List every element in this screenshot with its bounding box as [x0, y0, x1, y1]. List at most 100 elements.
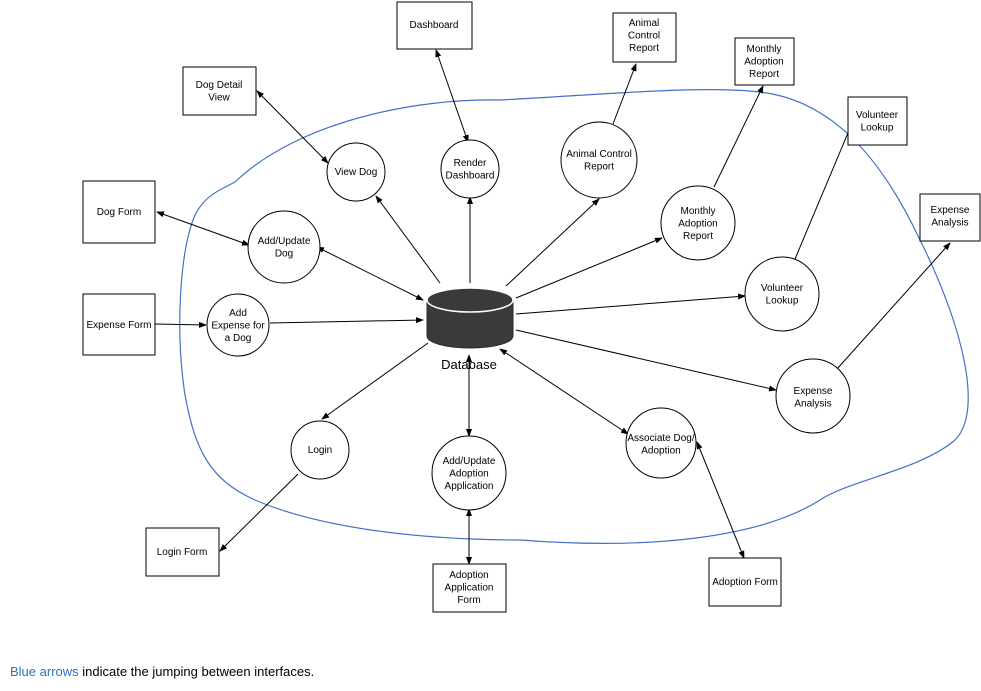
- label-line: Adoption: [449, 469, 488, 480]
- caption-rest: indicate the jumping between interfaces.: [78, 664, 315, 679]
- label-line: Analysis: [931, 218, 968, 229]
- label-dashboard: Dashboard: [410, 20, 459, 31]
- label-line: Animal: [629, 18, 660, 29]
- label-line: Monthly: [746, 44, 781, 55]
- arrow-db-expenseanalysis: [515, 329, 777, 392]
- label-line: Dashboard: [410, 20, 459, 31]
- label-associate-dog-adoption: Associate Dog/Adoption: [627, 433, 694, 457]
- arrow-addexpense-db: [269, 317, 424, 324]
- caption-highlight: Blue arrows: [10, 664, 79, 679]
- arrow-animalcontrol-report: [612, 63, 637, 125]
- label-line: Expense: [794, 386, 833, 397]
- box-adoption-form: [708, 557, 782, 607]
- circle-monthly-adoption-report: [660, 185, 736, 261]
- label-line: a Dog: [225, 333, 252, 344]
- label-line: Expense for: [211, 321, 265, 332]
- label-line: Report: [629, 43, 659, 54]
- box-monthly-adoption-report: [734, 37, 795, 86]
- label-line: Lookup: [766, 296, 799, 307]
- circle-associate-dog-adoption: [625, 407, 697, 479]
- label-line: Expense: [931, 205, 970, 216]
- label-line: Analysis: [794, 399, 831, 410]
- arrow-db-volunteer: [515, 293, 746, 315]
- label-line: Animal Control: [566, 149, 632, 160]
- label-line: Control: [628, 31, 660, 42]
- label-login: Login: [308, 445, 332, 456]
- label-expense-form: Expense Form: [86, 320, 151, 331]
- label-line: Dog Detail: [196, 80, 243, 91]
- arrow-viewdog-dogdetail: [256, 90, 329, 164]
- arrow-db-addupdatedog: [316, 246, 424, 301]
- process-circles: [206, 121, 851, 511]
- arrows: [154, 49, 951, 565]
- label-line: Adoption: [641, 446, 680, 457]
- label-line: Add/Update: [443, 456, 496, 467]
- box-adoption-application-form: [432, 563, 507, 613]
- label-line: Adoption Form: [712, 577, 778, 588]
- box-expense-form: [82, 293, 156, 356]
- arrow-expenseform-addexpense: [154, 321, 207, 328]
- database-icon: [426, 287, 514, 349]
- interface-boundary: [179, 88, 969, 544]
- circle-render-dashboard: [440, 139, 500, 199]
- arrow-volunteer-report: [794, 120, 854, 260]
- label-line: Adoption: [678, 219, 717, 230]
- label-line: Expense Form: [86, 320, 151, 331]
- box-dog-detail-view: [182, 66, 257, 116]
- label-line: Form: [457, 595, 480, 606]
- label-line: Add/Update: [258, 236, 311, 247]
- label-line: Associate Dog/: [627, 433, 694, 444]
- label-line: Adoption: [449, 570, 488, 581]
- circle-add-update-adoption-application: [431, 435, 507, 511]
- arrow-renderdashboard-dashboard: [435, 49, 469, 143]
- legend-caption: Blue arrows indicate the jumping between…: [10, 664, 314, 679]
- box-expense-analysis: [919, 193, 981, 242]
- arrow-monthly-report: [713, 85, 764, 188]
- interface-boxes: [82, 1, 981, 613]
- label-line: Login Form: [157, 547, 208, 558]
- label-line: Report: [584, 162, 614, 173]
- label-line: Add: [229, 308, 247, 319]
- label-line: Render: [454, 158, 487, 169]
- arrow-db-associate: [499, 348, 629, 435]
- label-login-form: Login Form: [157, 547, 208, 558]
- box-animal-control-report: [612, 12, 677, 63]
- circle-login: [290, 420, 350, 480]
- label-line: View: [208, 93, 230, 104]
- label-line: Monthly: [680, 206, 715, 217]
- label-line: Dog: [275, 249, 293, 260]
- label-line: Volunteer: [761, 283, 804, 294]
- box-login-form: [145, 527, 220, 577]
- arrow-login-loginform: [219, 473, 299, 552]
- label-line: Dashboard: [446, 171, 495, 182]
- label-line: Dog Form: [97, 207, 141, 218]
- label-line: Volunteer: [856, 110, 899, 121]
- label-line: Adoption: [744, 57, 783, 68]
- arrow-associate-adoptionform: [696, 441, 745, 559]
- label-dog-form: Dog Form: [97, 207, 141, 218]
- label-line: Lookup: [861, 123, 894, 134]
- arrow-expenseanalysis-report: [836, 242, 951, 370]
- label-line: Login: [308, 445, 332, 456]
- circle-volunteer-lookup: [744, 256, 820, 332]
- box-dog-form: [82, 180, 156, 244]
- arrow-db-login: [321, 342, 429, 420]
- label-adoption-form: Adoption Form: [712, 577, 778, 588]
- database-label: Database: [441, 357, 497, 372]
- label-line: Application: [445, 583, 494, 594]
- arrow-db-animalcontrol: [505, 198, 600, 287]
